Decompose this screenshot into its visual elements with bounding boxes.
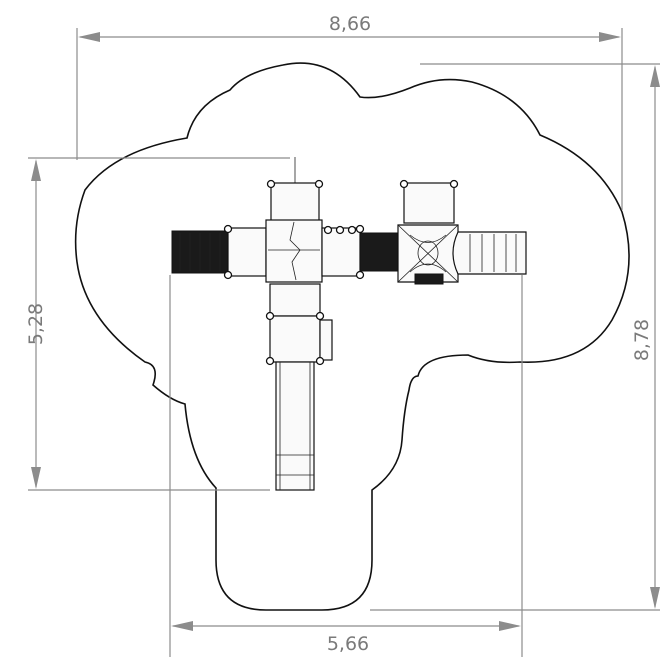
tower-right: [397, 182, 459, 285]
deck-lower: [269, 315, 321, 363]
dimension-bottom-label: 5,66: [327, 633, 369, 655]
play-structure: [171, 157, 527, 491]
dimension-right-label: 8,78: [631, 319, 653, 361]
deck-top: [270, 182, 320, 224]
dimension-left: 5,28: [25, 157, 290, 491]
dimension-left-label: 5,28: [25, 303, 47, 345]
deck-left: [227, 227, 267, 277]
tunnel-bridge: [359, 232, 399, 272]
deck-center-right: [321, 227, 361, 277]
safety-zone-outline: [74, 62, 630, 611]
slide-bottom: [275, 361, 315, 491]
dimension-top-label: 8,66: [329, 13, 371, 35]
dimension-top: 8,66: [76, 13, 623, 210]
deck-middle: [269, 283, 321, 317]
dimension-right: 8,78: [370, 63, 660, 611]
dimension-bottom: 5,66: [169, 275, 523, 657]
slide-right: [452, 231, 527, 275]
